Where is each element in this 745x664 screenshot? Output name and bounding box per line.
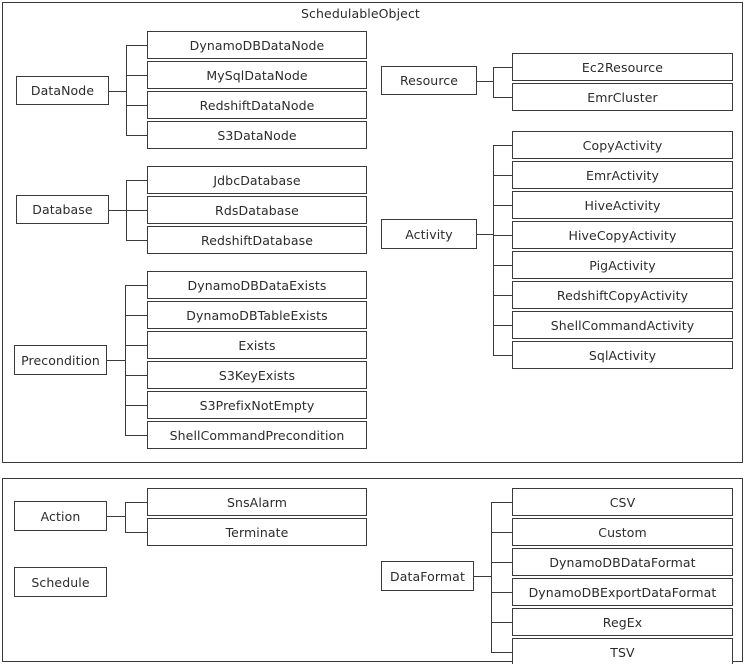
- node-hive-activity[interactable]: HiveActivity: [512, 191, 733, 219]
- tsv-connector: [491, 652, 512, 653]
- s3-prefix-not-empty-connector: [125, 405, 147, 406]
- data-format-connector-bus: [491, 502, 492, 652]
- node-terminate[interactable]: Terminate: [147, 518, 367, 546]
- node-tsv[interactable]: TSV: [512, 638, 733, 664]
- data-node-parent-connector: [109, 91, 126, 92]
- terminate-connector: [125, 532, 147, 533]
- node-emr-activity[interactable]: EmrActivity: [512, 161, 733, 189]
- node-action[interactable]: Action: [14, 501, 107, 531]
- node-jdbc-database[interactable]: JdbcDatabase: [147, 166, 367, 194]
- node-schedule[interactable]: Schedule: [14, 567, 107, 597]
- exists-connector: [125, 345, 147, 346]
- node-dynamo-dbdata-exists[interactable]: DynamoDBDataExists: [147, 271, 367, 299]
- node-custom[interactable]: Custom: [512, 518, 733, 546]
- dynamo-dbdata-node-connector: [126, 45, 147, 46]
- node-resource[interactable]: Resource: [381, 66, 477, 95]
- precondition-parent-connector: [107, 360, 125, 361]
- resource-parent-connector: [477, 81, 493, 82]
- node-s3-data-node[interactable]: S3DataNode: [147, 121, 367, 149]
- node-my-sql-data-node[interactable]: MySqlDataNode: [147, 61, 367, 89]
- dynamo-dbtable-exists-connector: [125, 315, 147, 316]
- node-csv[interactable]: CSV: [512, 488, 733, 516]
- copy-activity-connector: [493, 145, 512, 146]
- reg-ex-connector: [491, 622, 512, 623]
- node-activity[interactable]: Activity: [381, 219, 477, 249]
- node-exists[interactable]: Exists: [147, 331, 367, 359]
- redshift-copy-activity-connector: [493, 295, 512, 296]
- node-redshift-data-node[interactable]: RedshiftDataNode: [147, 91, 367, 119]
- node-pig-activity[interactable]: PigActivity: [512, 251, 733, 279]
- node-dynamo-dbdata-format[interactable]: DynamoDBDataFormat: [512, 548, 733, 576]
- jdbc-database-connector: [126, 180, 147, 181]
- redshift-data-node-connector: [126, 105, 147, 106]
- redshift-database-connector: [126, 240, 147, 241]
- node-ec2-resource[interactable]: Ec2Resource: [512, 53, 733, 81]
- node-rds-database[interactable]: RdsDatabase: [147, 196, 367, 224]
- diagram-title: SchedulableObject: [301, 6, 420, 21]
- node-emr-cluster[interactable]: EmrCluster: [512, 83, 733, 111]
- hive-activity-connector: [493, 205, 512, 206]
- sns-alarm-connector: [125, 502, 147, 503]
- emr-activity-connector: [493, 175, 512, 176]
- activity-parent-connector: [477, 234, 493, 235]
- ec2-resource-connector: [493, 67, 512, 68]
- dynamo-dbdata-format-connector: [491, 562, 512, 563]
- dynamo-dbdata-exists-connector: [125, 285, 147, 286]
- resource-connector-bus: [493, 67, 494, 97]
- rds-database-connector: [126, 210, 147, 211]
- dynamo-dbexport-data-format-connector: [491, 592, 512, 593]
- my-sql-data-node-connector: [126, 75, 147, 76]
- s3-data-node-connector: [126, 135, 147, 136]
- action-connector-bus: [125, 502, 126, 532]
- node-database[interactable]: Database: [16, 195, 109, 224]
- node-dynamo-dbexport-data-format[interactable]: DynamoDBExportDataFormat: [512, 578, 733, 606]
- node-precondition[interactable]: Precondition: [14, 345, 107, 375]
- shell-command-activity-connector: [493, 325, 512, 326]
- node-hive-copy-activity[interactable]: HiveCopyActivity: [512, 221, 733, 249]
- database-parent-connector: [109, 210, 126, 211]
- node-s3-key-exists[interactable]: S3KeyExists: [147, 361, 367, 389]
- pig-activity-connector: [493, 265, 512, 266]
- node-reg-ex[interactable]: RegEx: [512, 608, 733, 636]
- node-data-format[interactable]: DataFormat: [381, 561, 474, 591]
- s3-key-exists-connector: [125, 375, 147, 376]
- action-parent-connector: [107, 516, 125, 517]
- activity-connector-bus: [493, 145, 494, 355]
- data-node-connector-bus: [126, 45, 127, 135]
- node-data-node[interactable]: DataNode: [16, 76, 109, 105]
- shell-command-precondition-connector: [125, 435, 147, 436]
- hive-copy-activity-connector: [493, 235, 512, 236]
- node-sns-alarm[interactable]: SnsAlarm: [147, 488, 367, 516]
- node-redshift-copy-activity[interactable]: RedshiftCopyActivity: [512, 281, 733, 309]
- node-dynamo-dbtable-exists[interactable]: DynamoDBTableExists: [147, 301, 367, 329]
- node-copy-activity[interactable]: CopyActivity: [512, 131, 733, 159]
- sql-activity-connector: [493, 355, 512, 356]
- precondition-connector-bus: [125, 285, 126, 435]
- custom-connector: [491, 532, 512, 533]
- node-redshift-database[interactable]: RedshiftDatabase: [147, 226, 367, 254]
- node-s3-prefix-not-empty[interactable]: S3PrefixNotEmpty: [147, 391, 367, 419]
- node-shell-command-precondition[interactable]: ShellCommandPrecondition: [147, 421, 367, 449]
- node-shell-command-activity[interactable]: ShellCommandActivity: [512, 311, 733, 339]
- emr-cluster-connector: [493, 97, 512, 98]
- node-dynamo-dbdata-node[interactable]: DynamoDBDataNode: [147, 31, 367, 59]
- data-format-parent-connector: [474, 576, 491, 577]
- node-sql-activity[interactable]: SqlActivity: [512, 341, 733, 369]
- csv-connector: [491, 502, 512, 503]
